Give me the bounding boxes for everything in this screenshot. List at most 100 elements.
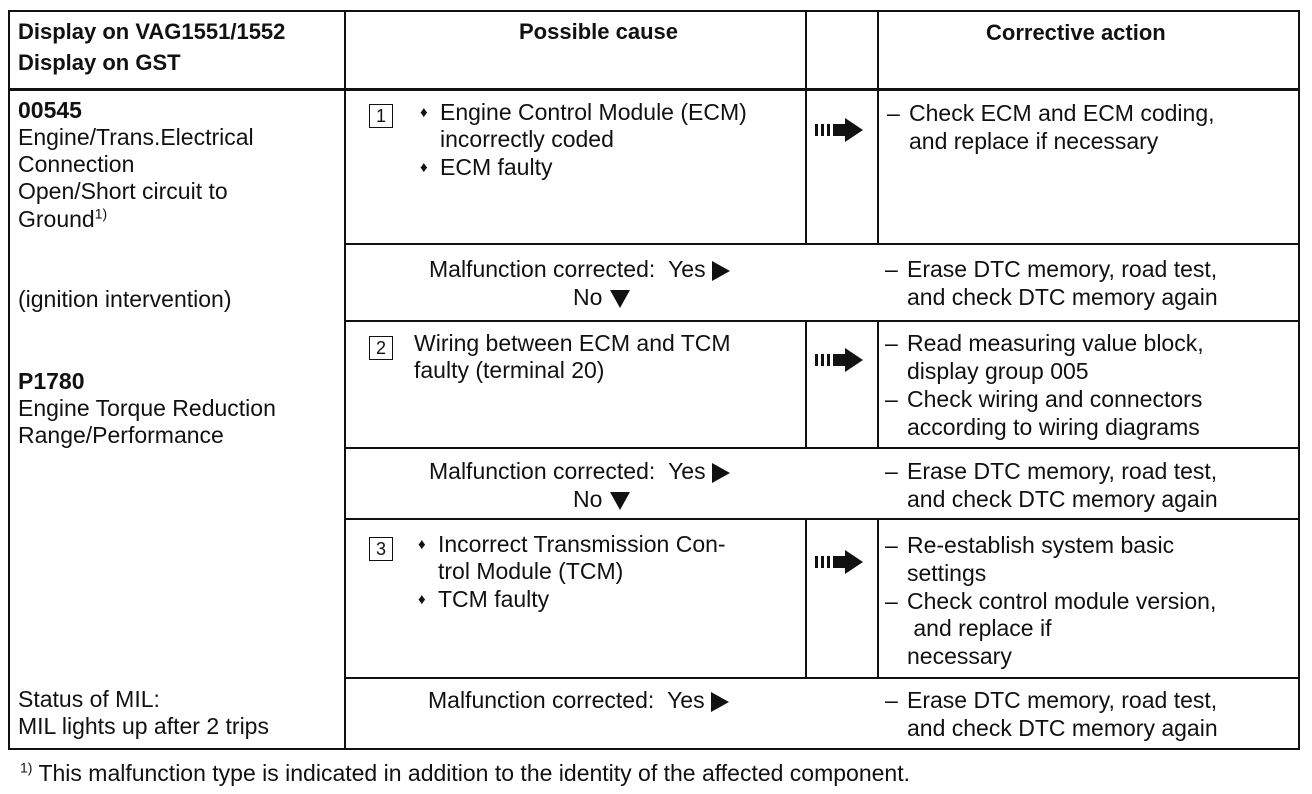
yes-label: Yes bbox=[668, 458, 706, 484]
bullet-icon: ♦ bbox=[420, 159, 428, 176]
triangle-right-icon bbox=[711, 260, 730, 281]
action-text: Erase DTC memory, road test, bbox=[907, 687, 1218, 713]
dash-icon: – bbox=[885, 588, 898, 614]
header-corrective-action: Corrective action bbox=[986, 20, 1166, 45]
yes-label: Yes bbox=[667, 687, 705, 713]
triangle-right-icon bbox=[711, 462, 730, 483]
footnote: 1) This malfunction type is indicated in… bbox=[20, 760, 910, 787]
header-display-gst: Display on GST bbox=[18, 50, 181, 75]
ignition-note: (ignition intervention) bbox=[18, 286, 232, 312]
row-divider-4 bbox=[344, 518, 1300, 520]
malfunction-corrected-yes: Malfunction corrected: Yes bbox=[429, 256, 730, 283]
action-text: Check wiring and connectors bbox=[907, 386, 1203, 412]
action-text: and check DTC memory again bbox=[907, 486, 1218, 512]
step-number-3: 3 bbox=[369, 537, 393, 561]
step3-divider-a bbox=[805, 520, 807, 678]
header-display-vag: Display on VAG1551/1552 bbox=[18, 19, 286, 44]
action-text: Check ECM and ECM coding, bbox=[909, 100, 1215, 126]
dash-icon: – bbox=[885, 386, 898, 412]
cause-text: Engine Control Module (ECM) bbox=[440, 99, 747, 125]
cause-text: Incorrect Transmission Con- bbox=[438, 531, 726, 557]
action-text: and replace if necessary bbox=[909, 128, 1159, 154]
cause-text: Wiring between ECM and TCM bbox=[414, 330, 731, 356]
dash-icon: – bbox=[885, 330, 898, 356]
dash-icon: – bbox=[887, 100, 900, 126]
footnote-ref: 1) bbox=[94, 205, 108, 222]
cause-text: TCM faulty bbox=[438, 586, 550, 612]
action-text: display group 005 bbox=[907, 358, 1089, 384]
table-right-border bbox=[1298, 10, 1300, 750]
triangle-down-icon bbox=[610, 491, 631, 510]
step3-divider-b bbox=[877, 520, 879, 678]
fault-desc-line: Engine/Trans.Electrical bbox=[18, 124, 254, 150]
action-text: Read measuring value block, bbox=[907, 330, 1204, 356]
bullet-icon: ♦ bbox=[420, 104, 428, 121]
table-top-border bbox=[8, 10, 1300, 12]
action-text: and check DTC memory again bbox=[907, 715, 1218, 741]
step1-divider-a bbox=[805, 90, 807, 244]
cause-text: faulty (terminal 20) bbox=[414, 357, 605, 383]
step-number-2: 2 bbox=[369, 336, 393, 360]
footnote-text: This malfunction type is indicated in ad… bbox=[38, 760, 910, 786]
col-divider-1 bbox=[344, 10, 346, 750]
no-label: No bbox=[573, 486, 603, 512]
arrow-right-icon bbox=[815, 118, 863, 142]
malfunction-corrected-yes: Malfunction corrected: Yes bbox=[429, 458, 730, 485]
cause-text: trol Module (TCM) bbox=[438, 558, 624, 584]
triangle-down-icon bbox=[610, 289, 631, 308]
col-divider-2-header bbox=[805, 10, 807, 90]
step2-divider-a bbox=[805, 322, 807, 448]
bullet-icon: ♦ bbox=[418, 591, 426, 608]
fault-desc-line: Engine Torque Reduction bbox=[18, 395, 276, 421]
action-text: settings bbox=[907, 560, 987, 586]
malfunction-label: Malfunction corrected: bbox=[429, 458, 656, 484]
row-divider-3 bbox=[344, 447, 1300, 449]
row-divider-5 bbox=[344, 677, 1300, 679]
step2-divider-b bbox=[877, 322, 879, 448]
malfunction-corrected-no: No bbox=[573, 486, 631, 513]
mil-status-label: Status of MIL: bbox=[18, 686, 160, 712]
arrow-right-icon bbox=[815, 550, 863, 574]
action-text: Erase DTC memory, road test, bbox=[907, 458, 1218, 484]
mil-status-value: MIL lights up after 2 trips bbox=[18, 713, 269, 739]
fault-code-00545: 00545 bbox=[18, 97, 82, 123]
action-text: Erase DTC memory, road test, bbox=[907, 256, 1218, 282]
action-text: according to wiring diagrams bbox=[907, 414, 1200, 440]
table-bottom-border bbox=[8, 748, 1300, 750]
bullet-icon: ♦ bbox=[418, 536, 426, 553]
action-text: necessary bbox=[907, 643, 1012, 669]
action-text: and check DTC memory again bbox=[907, 284, 1218, 310]
col-divider-3-header bbox=[877, 10, 879, 90]
fault-desc-line: Connection bbox=[18, 151, 135, 177]
row-divider-1 bbox=[344, 243, 1300, 245]
fault-desc-line: Ground1) bbox=[18, 206, 107, 233]
header-bottom-border bbox=[8, 88, 1300, 91]
malfunction-corrected-yes: Malfunction corrected: Yes bbox=[428, 687, 729, 714]
footnote-marker: 1) bbox=[20, 759, 33, 776]
dash-icon: – bbox=[885, 256, 898, 282]
table-left-border bbox=[8, 10, 10, 750]
step1-divider-b bbox=[877, 90, 879, 244]
no-label: No bbox=[573, 284, 603, 310]
action-text: Re-establish system basic bbox=[907, 532, 1175, 558]
dash-icon: – bbox=[885, 532, 898, 558]
fault-desc-ground: Ground bbox=[18, 206, 95, 232]
action-text: Check control module version, bbox=[907, 588, 1217, 614]
step-number-1: 1 bbox=[369, 104, 393, 128]
fault-desc-line: Open/Short circuit to bbox=[18, 178, 228, 204]
yes-label: Yes bbox=[668, 256, 706, 282]
header-possible-cause: Possible cause bbox=[519, 19, 678, 44]
dash-icon: – bbox=[885, 687, 898, 713]
fault-desc-line: Range/Performance bbox=[18, 422, 224, 448]
cause-text: ECM faulty bbox=[440, 154, 553, 180]
action-text: and replace if bbox=[907, 615, 1052, 641]
fault-code-p1780: P1780 bbox=[18, 368, 85, 394]
triangle-right-icon bbox=[710, 691, 729, 712]
malfunction-corrected-no: No bbox=[573, 284, 631, 311]
malfunction-label: Malfunction corrected: bbox=[428, 687, 655, 713]
dash-icon: – bbox=[885, 458, 898, 484]
arrow-right-icon bbox=[815, 348, 863, 372]
cause-text: incorrectly coded bbox=[440, 126, 614, 152]
row-divider-2 bbox=[344, 320, 1300, 322]
